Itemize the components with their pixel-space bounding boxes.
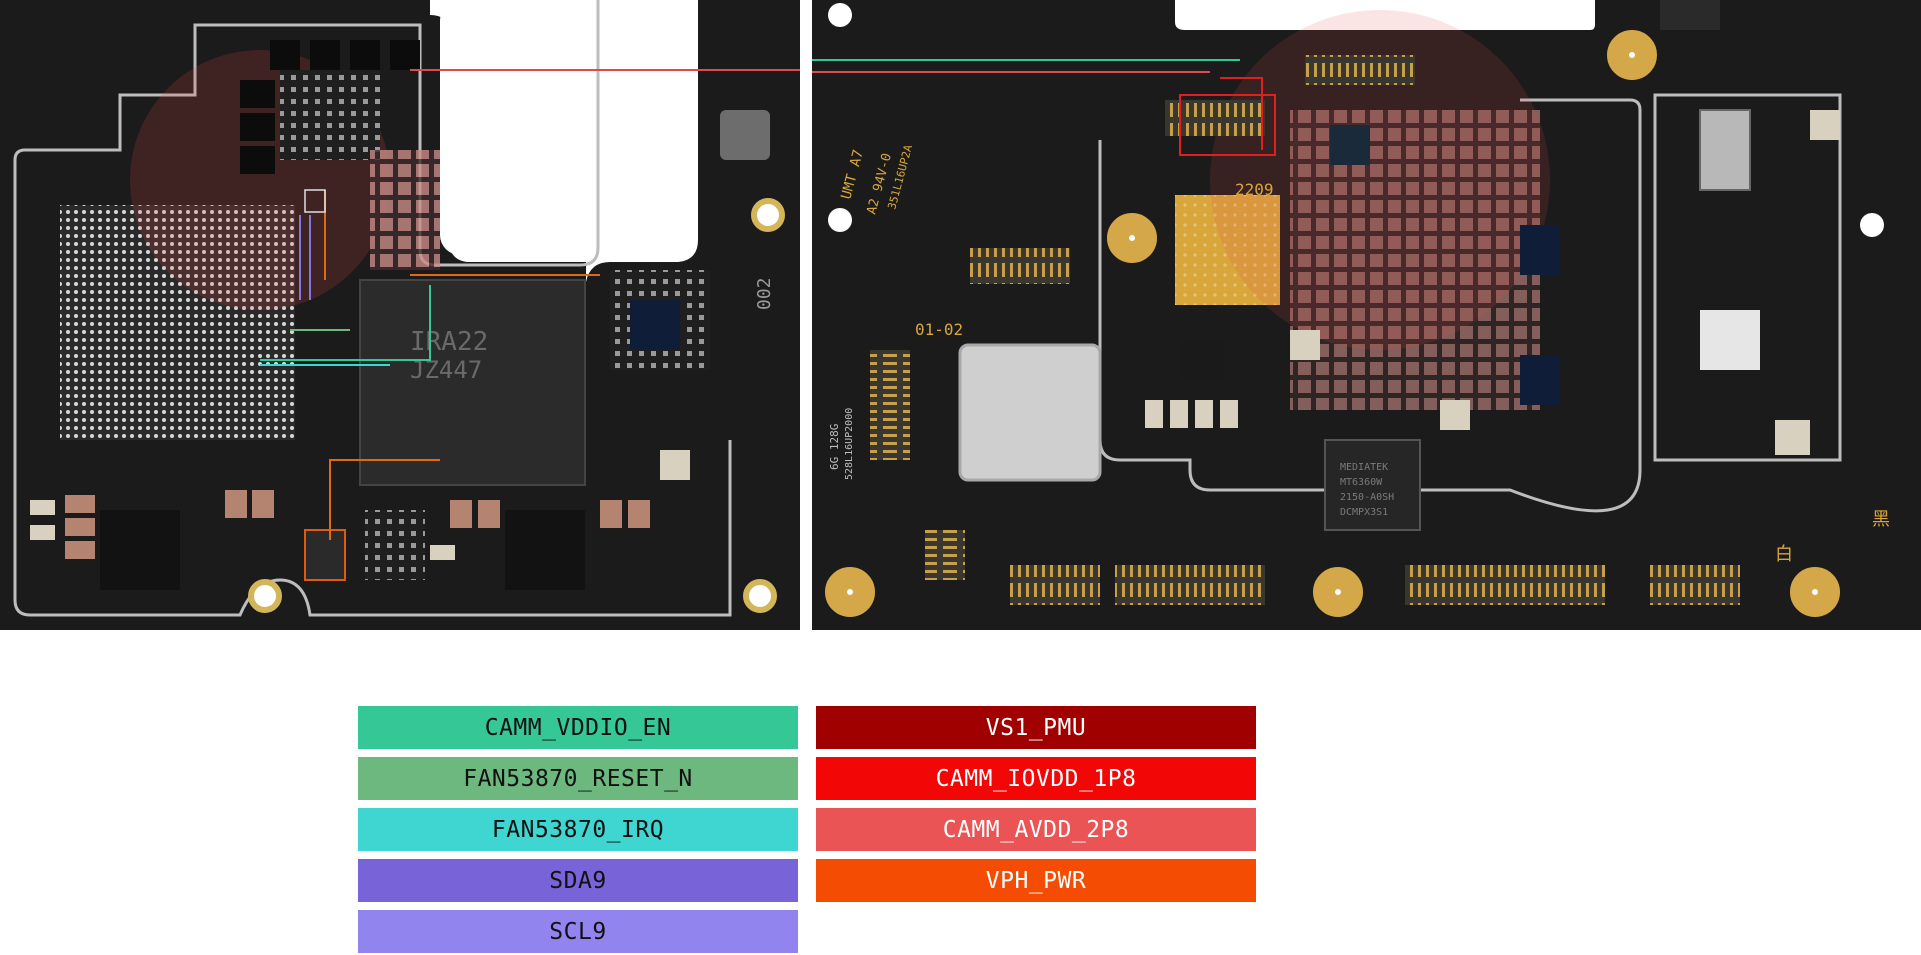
- svg-text:6G 128G: 6G 128G: [828, 424, 841, 470]
- svg-text:MEDIATEK: MEDIATEK: [1340, 462, 1388, 473]
- pcb-board-illustration: IRA22 JZ447: [0, 0, 1921, 630]
- legend-right-4: VPH_PWR: [816, 859, 1256, 902]
- right-board: MEDIATEK MT6360W 2150-A0SH DCMPX3S1: [812, 0, 1921, 630]
- ram-chip: [359, 279, 586, 486]
- metal-shield-can: [958, 343, 1102, 482]
- silk-0102: 01-02: [915, 320, 963, 339]
- silk-2209: 2209: [1235, 180, 1274, 199]
- legend-label: FAN53870_RESET_N: [463, 765, 693, 792]
- pcb-board-photo: IRA22 JZ447: [0, 0, 1921, 630]
- bottom-left-components: [30, 450, 690, 590]
- legend-left-2: FAN53870_RESET_N: [358, 757, 798, 800]
- legend-left-4: SDA9: [358, 859, 798, 902]
- legend-label: SCL9: [549, 918, 607, 945]
- legend-label: CAMM_IOVDD_1P8: [935, 765, 1137, 792]
- legend-label: CAMM_VDDIO_EN: [484, 714, 672, 741]
- svg-text:白: 白: [1775, 544, 1793, 565]
- svg-text:2150-A0SH: 2150-A0SH: [1340, 492, 1394, 503]
- legend-left-5: SCL9: [358, 910, 798, 953]
- legend-right-1: VS1_PMU: [816, 706, 1256, 749]
- soc-bga-footprint: [60, 205, 295, 440]
- legend-left-1: CAMM_VDDIO_EN: [358, 706, 798, 749]
- pmic-chip: [1324, 439, 1421, 531]
- left-board: IRA22 JZ447: [0, 0, 820, 630]
- connectors: [870, 55, 1740, 605]
- legend-label: SDA9: [549, 867, 607, 894]
- legend-label: VPH_PWR: [985, 867, 1087, 894]
- legend-right-2: CAMM_IOVDD_1P8: [816, 757, 1256, 800]
- gold-shield-pad: [1175, 195, 1280, 305]
- legend-left-3: FAN53870_IRQ: [358, 808, 798, 851]
- svg-text:002: 002: [754, 277, 775, 310]
- legend-label: VS1_PMU: [985, 714, 1087, 741]
- legend-label: FAN53870_IRQ: [491, 816, 665, 843]
- svg-text:MT6360W: MT6360W: [1340, 477, 1383, 488]
- svg-text:DCMPX3S1: DCMPX3S1: [1340, 507, 1388, 518]
- legend-label: CAMM_AVDD_2P8: [942, 816, 1130, 843]
- svg-text:黑: 黑: [1872, 509, 1890, 530]
- svg-text:528L16UP2000: 528L16UP2000: [844, 408, 855, 480]
- legend-right-3: CAMM_AVDD_2P8: [816, 808, 1256, 851]
- chip-marking-1: IRA22: [410, 327, 488, 357]
